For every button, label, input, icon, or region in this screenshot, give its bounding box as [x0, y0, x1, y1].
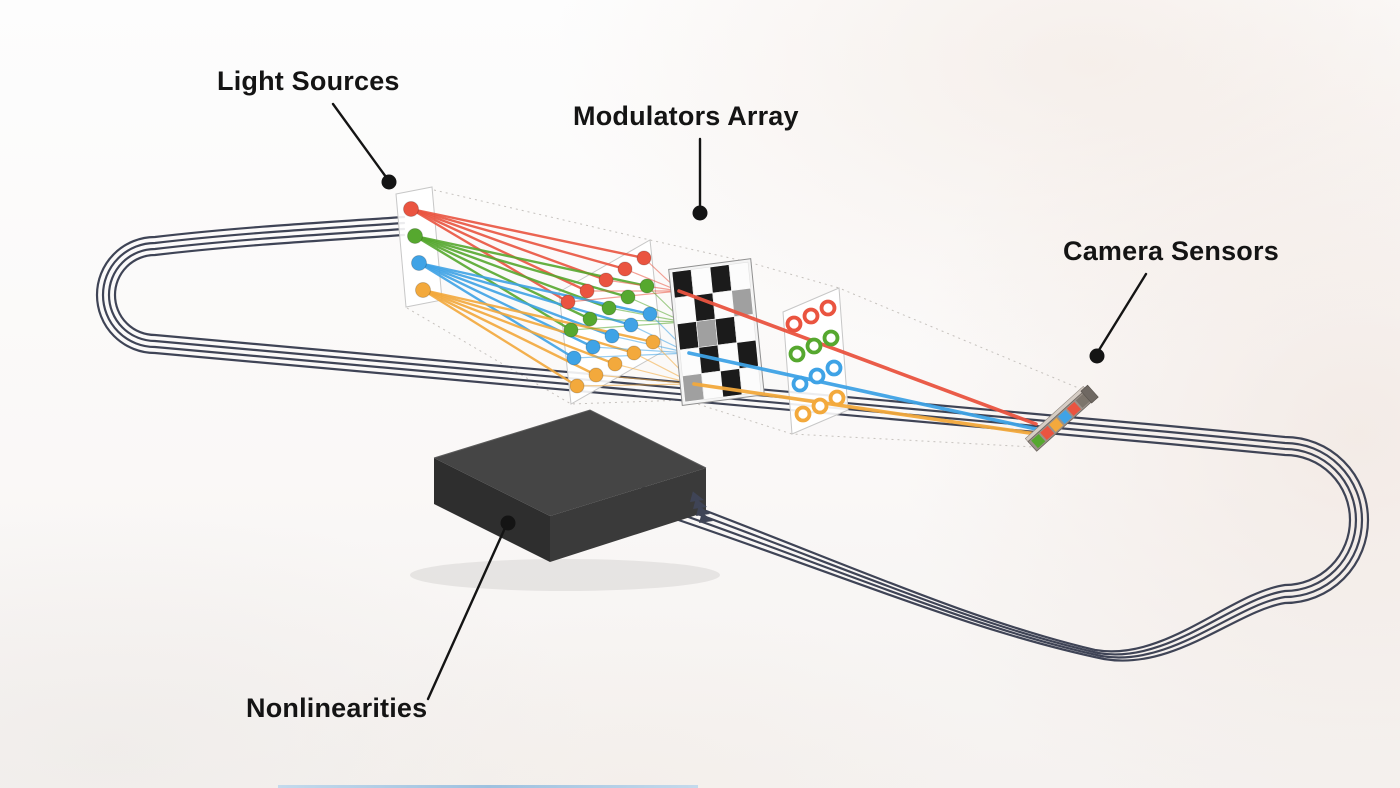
box-top-face: [434, 410, 706, 516]
detector-cell: [794, 405, 812, 423]
sensor-end-cap: [1080, 384, 1099, 404]
arrow-head-2: [693, 498, 707, 509]
detector-cell: [819, 299, 837, 317]
modulator-dot: [617, 261, 633, 277]
wire-path-2: [101, 221, 1358, 656]
light-source-blue: [411, 255, 427, 271]
modulator-dot: [598, 272, 614, 288]
nonlinearities-box: [410, 409, 720, 591]
nonlinearities-pointer-dot: [500, 515, 516, 531]
detector-cell: [808, 367, 826, 385]
feedback-wires: [95, 215, 1370, 662]
wire-path-4: [113, 233, 1370, 662]
mask-grid: [671, 261, 762, 403]
box-right-face: [550, 468, 706, 562]
label-nonlinearities: Nonlinearities: [246, 693, 428, 723]
box-shadow: [410, 559, 720, 591]
modulator-dot: [623, 317, 639, 333]
detector-cell: [811, 397, 829, 415]
flow-arrows: [690, 491, 713, 523]
detector-cell: [805, 337, 823, 355]
sensor-pixel: [1049, 417, 1064, 433]
modulators-array-pointer-dot: [692, 205, 708, 221]
modulator-dot: [579, 283, 595, 299]
box-top-edge-highlight: [433, 409, 707, 469]
modulator-dot: [560, 294, 576, 310]
detector-cell: [822, 329, 840, 347]
detector-cell: [791, 375, 809, 393]
modulator-dot: [582, 311, 598, 327]
red-beam-fan: [409, 207, 646, 304]
modulator-dot: [601, 300, 617, 316]
detector-cell: [785, 315, 803, 333]
beam-frustum-outline: [406, 189, 1089, 448]
light-source-orange: [415, 282, 431, 298]
wire-path-1: [95, 215, 1352, 653]
arrow-head-3: [696, 505, 710, 516]
modulator-dot: [607, 356, 623, 372]
modulated-beams: [677, 289, 1038, 436]
nonlinearities-leader-line: [426, 526, 507, 701]
background-bottom-accent: [278, 785, 698, 788]
detector-cell: [828, 389, 846, 407]
light-sources-leader-line: [331, 102, 388, 179]
light-sources-pointer-dot: [381, 174, 397, 190]
modulator-dot: [569, 378, 585, 394]
modulator-dot: [563, 322, 579, 338]
camera-sensors-leader-line: [1097, 272, 1148, 352]
detector-grid: [785, 299, 846, 423]
sensor-pixel: [1057, 409, 1073, 424]
modulator-dot: [645, 334, 661, 350]
modulator-dot: [639, 278, 655, 294]
sensor-pixel: [1031, 433, 1046, 449]
modulator-dot: [585, 339, 601, 355]
detector-cell: [825, 359, 843, 377]
modulator-dot: [636, 250, 652, 266]
modulator-dot: [588, 367, 604, 383]
modulators-grid: [560, 250, 661, 394]
modulator-dot: [604, 328, 620, 344]
light-source-red: [403, 201, 419, 217]
camera-sensor-strip: [1024, 384, 1099, 452]
mask-panel: [668, 258, 765, 406]
detector-cell: [802, 307, 820, 325]
detector-cell: [788, 345, 806, 363]
sensor-pixel: [1066, 401, 1082, 416]
light-source-green: [407, 228, 423, 244]
label-pointers: [331, 102, 1148, 701]
light-sources: [403, 201, 431, 298]
arrow-head-1: [690, 491, 704, 502]
box-left-face: [434, 458, 550, 562]
label-modulators-array: Modulators Array: [573, 101, 799, 131]
sensor-pixel: [1040, 425, 1055, 441]
orange-beam-fan: [421, 288, 655, 388]
modulator-dot: [566, 350, 582, 366]
modulator-dot: [642, 306, 658, 322]
camera-sensors-pointer-dot: [1089, 348, 1105, 364]
label-light-sources: Light Sources: [217, 66, 400, 96]
arrow-head-4: [699, 512, 713, 523]
label-camera-sensors: Camera Sensors: [1063, 236, 1279, 266]
wire-path-3: [107, 227, 1364, 659]
modulator-dot: [620, 289, 636, 305]
modulator-dot: [626, 345, 642, 361]
